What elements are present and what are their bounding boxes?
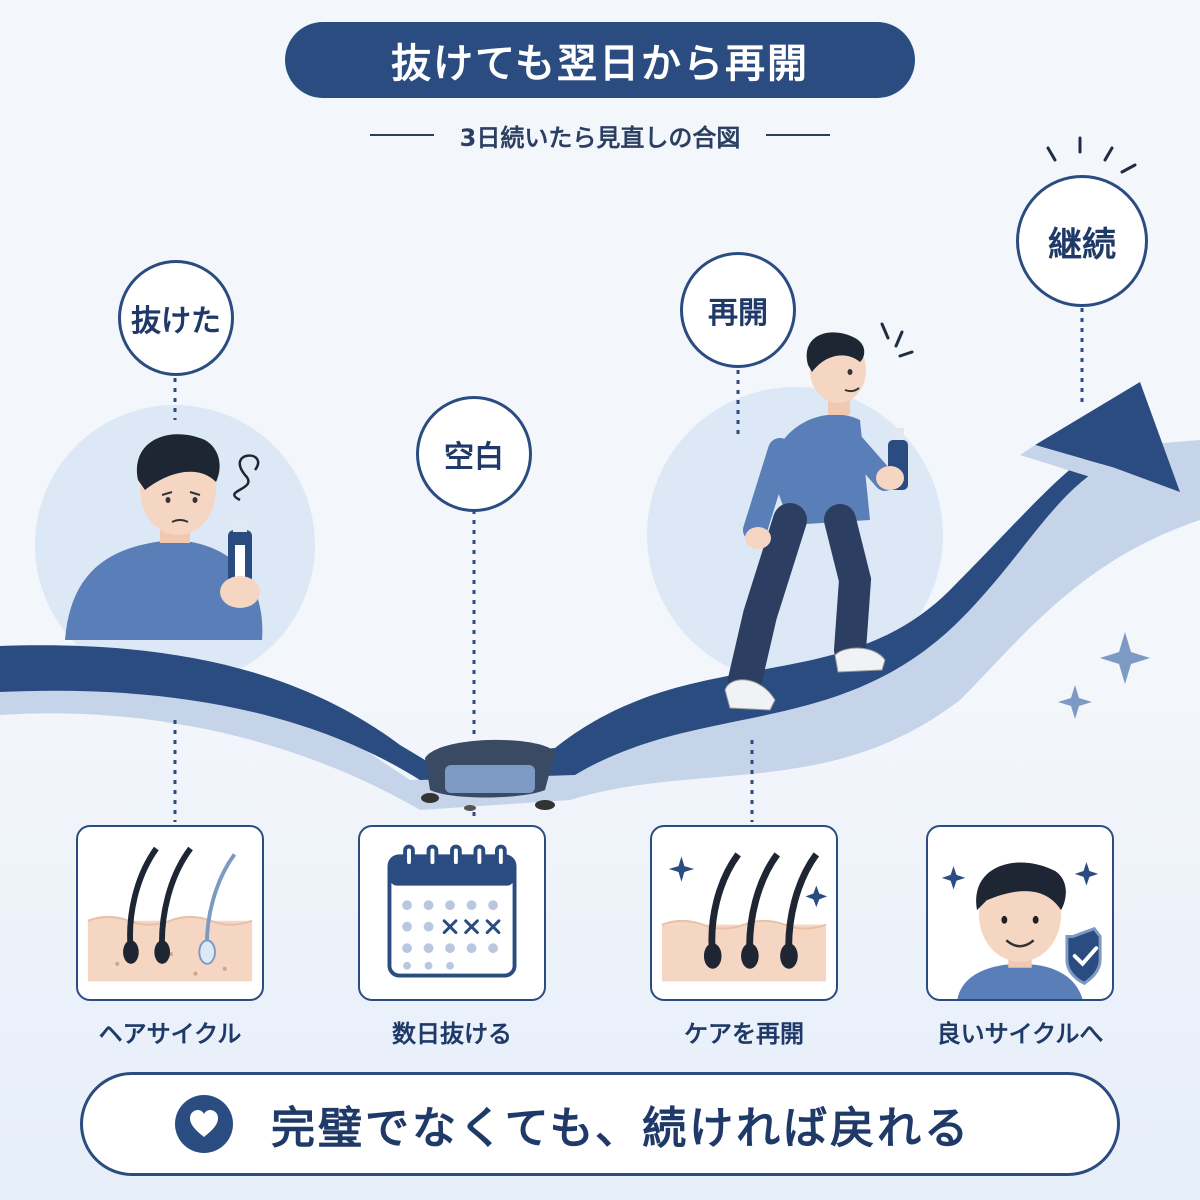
milestone-blank: 空白 <box>416 396 532 512</box>
card-good-cycle <box>926 825 1114 1001</box>
subtitle: 3日続いたら見直しの合図 <box>300 115 900 155</box>
card-resume-care <box>650 825 838 1001</box>
hair-follicle-icon <box>87 846 253 982</box>
card-label-missed-days: 数日抜ける <box>392 1020 512 1048</box>
page-title: 抜けても翌日から再開 <box>285 22 915 98</box>
footer-message: 完璧でなくても、続ければ戻れる <box>271 1103 972 1154</box>
card-label-good-cycle: 良いサイクルへ <box>936 1020 1104 1048</box>
milestone-resume: 再開 <box>680 252 796 368</box>
worried-man-figure <box>65 434 263 640</box>
card-calendar <box>358 825 546 1001</box>
burst-lines-icon <box>880 136 1137 358</box>
milestone-dropped: 抜けた <box>118 260 234 376</box>
journey-road <box>0 440 1110 780</box>
connectors <box>173 308 1084 822</box>
subtitle-left-rule <box>369 134 434 136</box>
walking-man-figure <box>724 332 908 711</box>
sparkle-icons <box>1058 632 1150 719</box>
pothole-gap <box>421 739 555 811</box>
happy-man-shield-icon <box>941 862 1102 999</box>
footer-message-pill: 完璧でなくても、続ければ戻れる <box>80 1072 1120 1176</box>
subtitle-right-rule <box>766 134 831 136</box>
heart-icon <box>175 1095 233 1153</box>
arrow-head <box>1035 382 1180 492</box>
milestone-continue: 継続 <box>1016 175 1148 307</box>
card-hair-cycle <box>76 825 264 1001</box>
card-label-hair-cycle: ヘアサイクル <box>98 1020 242 1048</box>
card-label-resume-care: ケアを再開 <box>684 1020 804 1048</box>
subtitle-text: 3日続いたら見直しの合図 <box>459 123 741 152</box>
hair-regrowth-icon <box>661 852 828 982</box>
calendar-icon <box>387 844 517 978</box>
